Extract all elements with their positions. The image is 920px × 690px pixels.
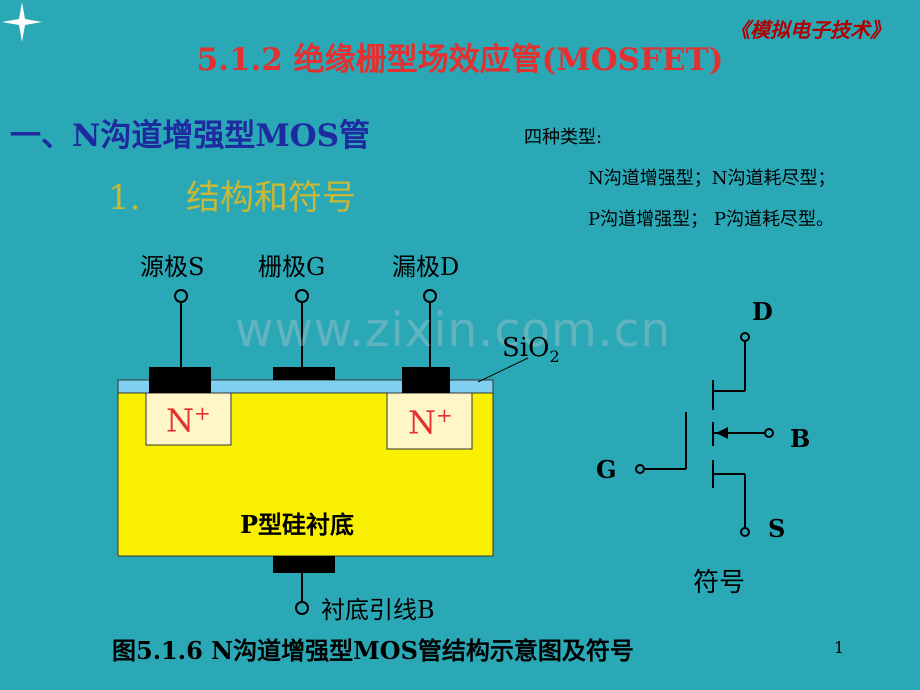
- mosfet-structure: [117, 289, 529, 615]
- slide-title: 5.1.2 绝缘栅型场效应管(MOSFET): [196, 42, 724, 78]
- symbol-gate-label: G: [596, 455, 617, 484]
- source-contact: [149, 367, 211, 393]
- n-plus-region-right: [386, 392, 473, 450]
- substrate-contact: [273, 556, 335, 573]
- subsection-number: 1.: [108, 178, 141, 218]
- oxide-pointer: [477, 357, 529, 383]
- substrate-lead-label: 衬底引线B: [321, 596, 435, 624]
- drain-terminal: [423, 289, 437, 303]
- watermark: www.zixin.com.cn: [235, 303, 672, 358]
- oxide-label: SiO2: [502, 333, 560, 367]
- substrate-terminal: [295, 601, 309, 615]
- symbol-drain-label: D: [752, 297, 773, 326]
- mosfet-symbol: [635, 332, 774, 537]
- source-label: 源极S: [140, 253, 205, 281]
- page-number: 1: [834, 638, 845, 657]
- sparkle-icon: [2, 2, 42, 42]
- figure-caption: 图5.1.6 N沟道增强型MOS管结构示意图及符号: [112, 636, 634, 665]
- gate-terminal: [295, 289, 309, 303]
- gate-contact: [273, 367, 335, 380]
- types-line-2: P沟道增强型； P沟道耗尽型。: [588, 209, 834, 230]
- drain-label: 漏极D: [392, 253, 460, 281]
- types-heading: 四种类型:: [524, 127, 603, 148]
- drain-contact: [402, 367, 450, 393]
- types-line-1: N沟道增强型；N沟道耗尽型；: [588, 168, 836, 189]
- gate-label: 栅极G: [258, 253, 326, 281]
- section-heading: 一、N沟道增强型MOS管: [10, 118, 371, 154]
- course-title: 《模拟电子技术》: [730, 18, 890, 42]
- source-terminal: [174, 289, 188, 303]
- subsection-heading: 1. 结构和符号: [108, 170, 356, 219]
- symbol-caption: 符号: [693, 568, 746, 598]
- substrate-label: P型硅衬底: [240, 510, 355, 539]
- n-plus-label-right: N+: [408, 403, 453, 442]
- symbol-source-label: S: [768, 514, 786, 543]
- subsection-label: 结构和符号: [186, 178, 356, 218]
- n-plus-label-left: N+: [166, 401, 211, 440]
- symbol-bulk-label: B: [790, 424, 811, 453]
- n-plus-region-left: [145, 392, 232, 446]
